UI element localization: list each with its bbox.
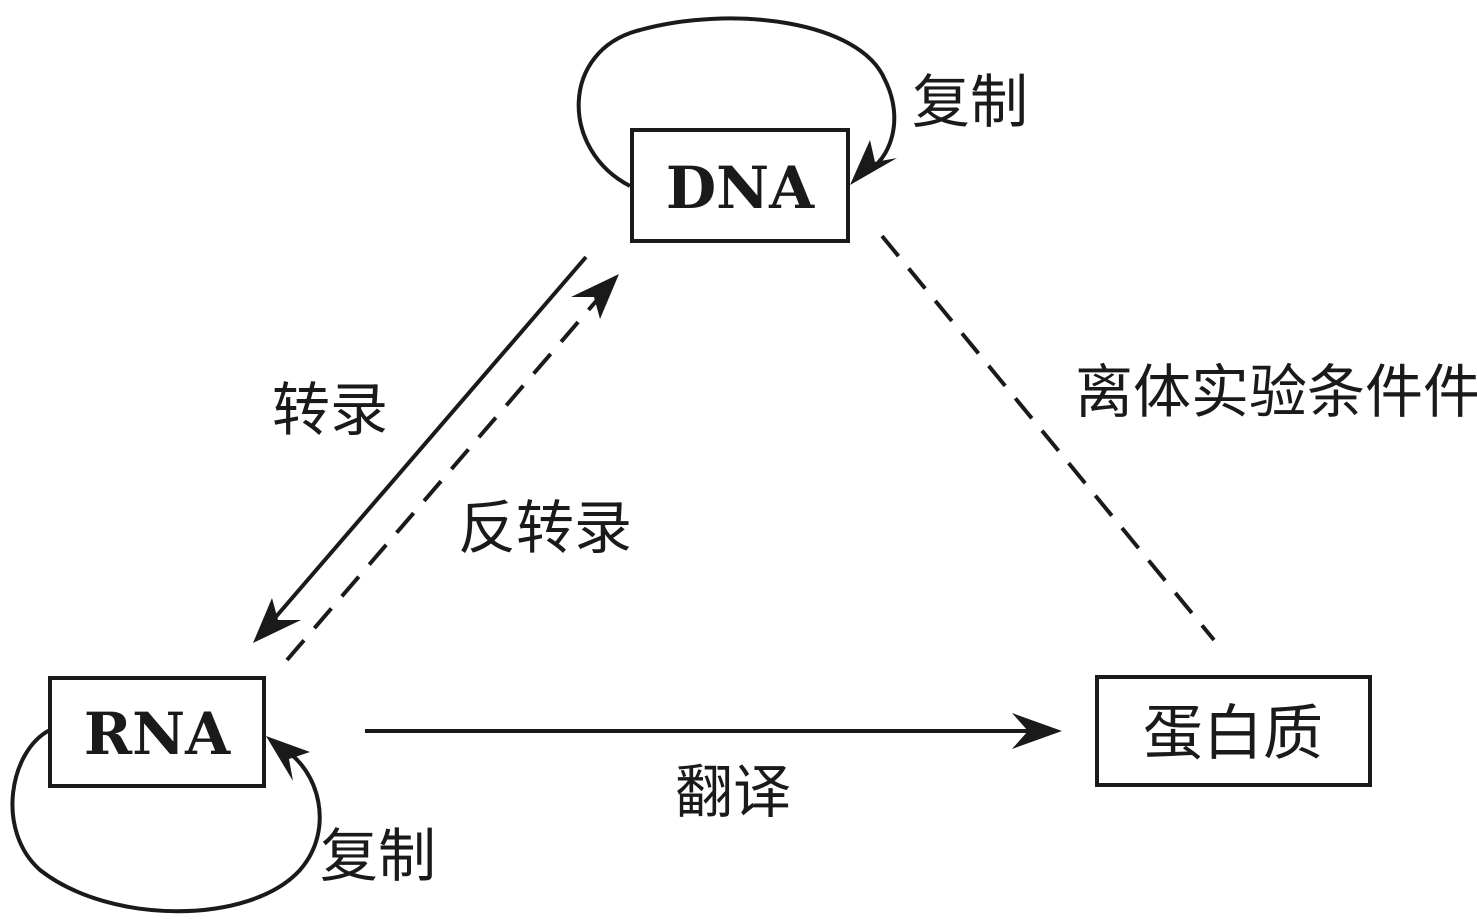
protein-node: 蛋白质 bbox=[1095, 675, 1372, 787]
in-vitro-condition-label: 离体实验条件件 bbox=[1075, 358, 1477, 426]
transcription-arrowhead bbox=[253, 598, 301, 643]
transcription-arrow bbox=[253, 255, 588, 643]
protein-node-label: 蛋白质 bbox=[1143, 699, 1323, 769]
dna-protein-dashed-line bbox=[880, 234, 1216, 642]
dna-replication-loop bbox=[576, 16, 897, 188]
reverse-transcription-label: 反转录 bbox=[458, 494, 632, 562]
dna-node-label: DNA bbox=[666, 154, 815, 222]
dna-node: DNA bbox=[630, 128, 850, 243]
rna-replication-arrowhead bbox=[266, 736, 310, 781]
rna-replication-label: 复制 bbox=[320, 822, 436, 890]
dna-replication-arrowhead bbox=[850, 140, 897, 185]
translation-arrow bbox=[365, 713, 1062, 749]
rna-node-label: RNA bbox=[84, 700, 231, 768]
rna-node: RNA bbox=[48, 676, 266, 788]
reverse-transcription-arrow bbox=[285, 274, 619, 662]
transcription-label: 转录 bbox=[272, 376, 388, 444]
dna-replication-label: 复制 bbox=[912, 68, 1028, 136]
reverse-transcription-arrowhead bbox=[571, 274, 619, 319]
translation-arrowhead bbox=[1012, 713, 1062, 749]
translation-label: 翻译 bbox=[675, 758, 791, 826]
rna-replication-loop bbox=[10, 728, 322, 914]
